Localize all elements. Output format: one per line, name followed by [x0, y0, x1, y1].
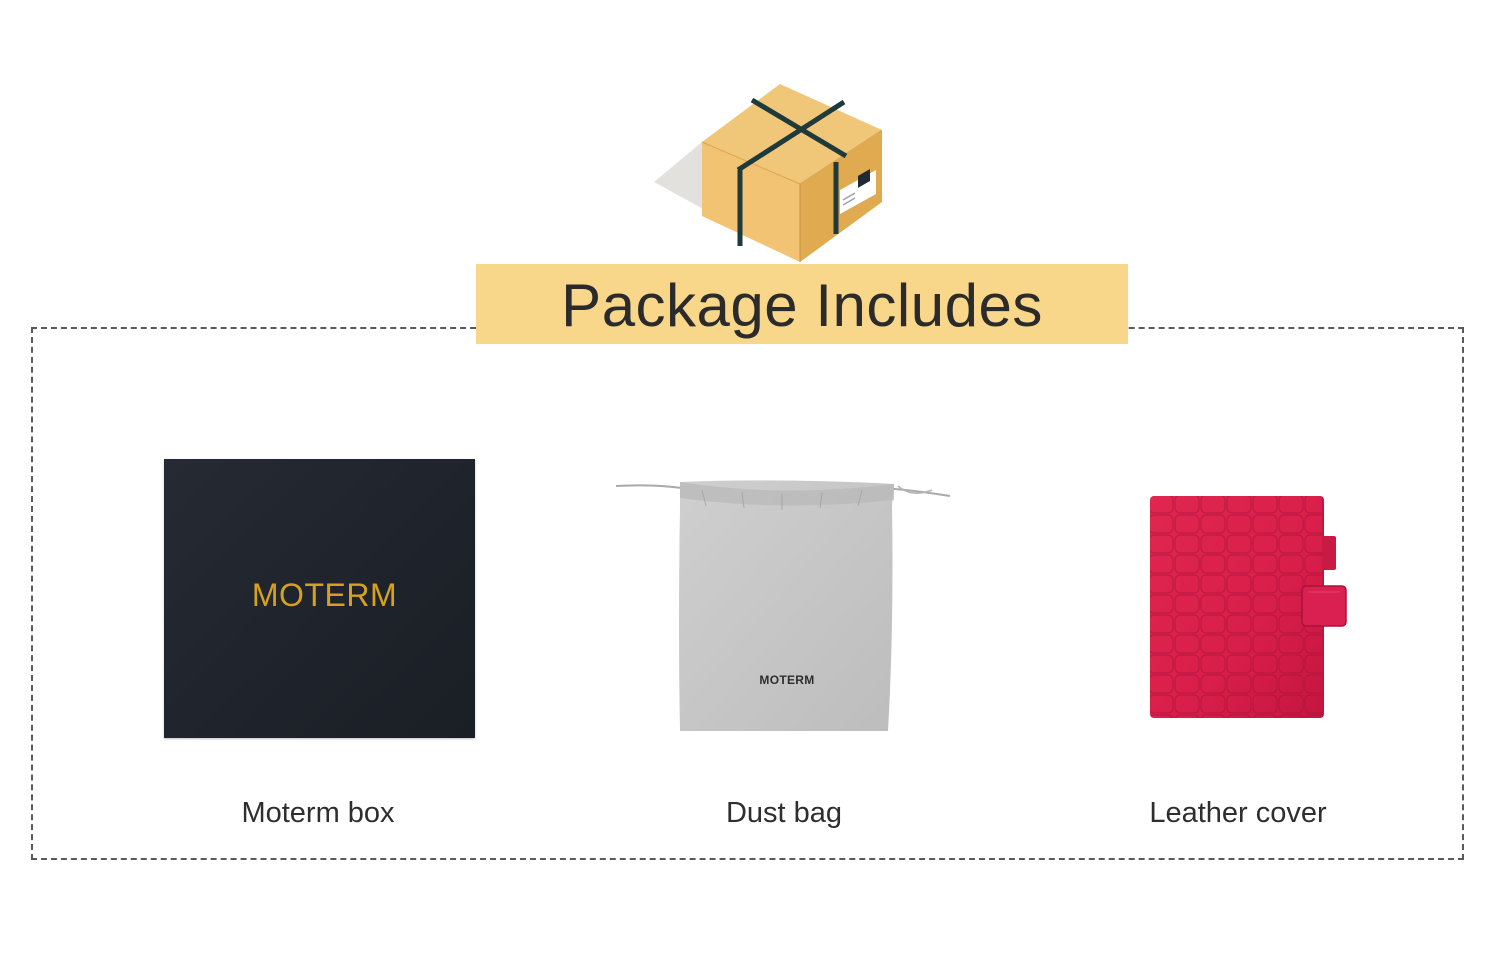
title-banner: Package Includes [476, 264, 1128, 344]
box-brand-text: MOTERM [251, 577, 398, 613]
leather-cover-image [1148, 494, 1350, 720]
page-title: Package Includes [561, 271, 1043, 339]
dust-bag-caption: Dust bag [725, 797, 843, 829]
moterm-box-caption: Moterm box [241, 797, 395, 829]
leather-cover-caption: Leather cover [1149, 797, 1327, 829]
bag-brand-text: MOTERM [759, 673, 815, 687]
dust-bag-image [612, 476, 954, 738]
parcel-box-icon [650, 66, 886, 266]
moterm-box-image: MOTERM [164, 459, 475, 738]
